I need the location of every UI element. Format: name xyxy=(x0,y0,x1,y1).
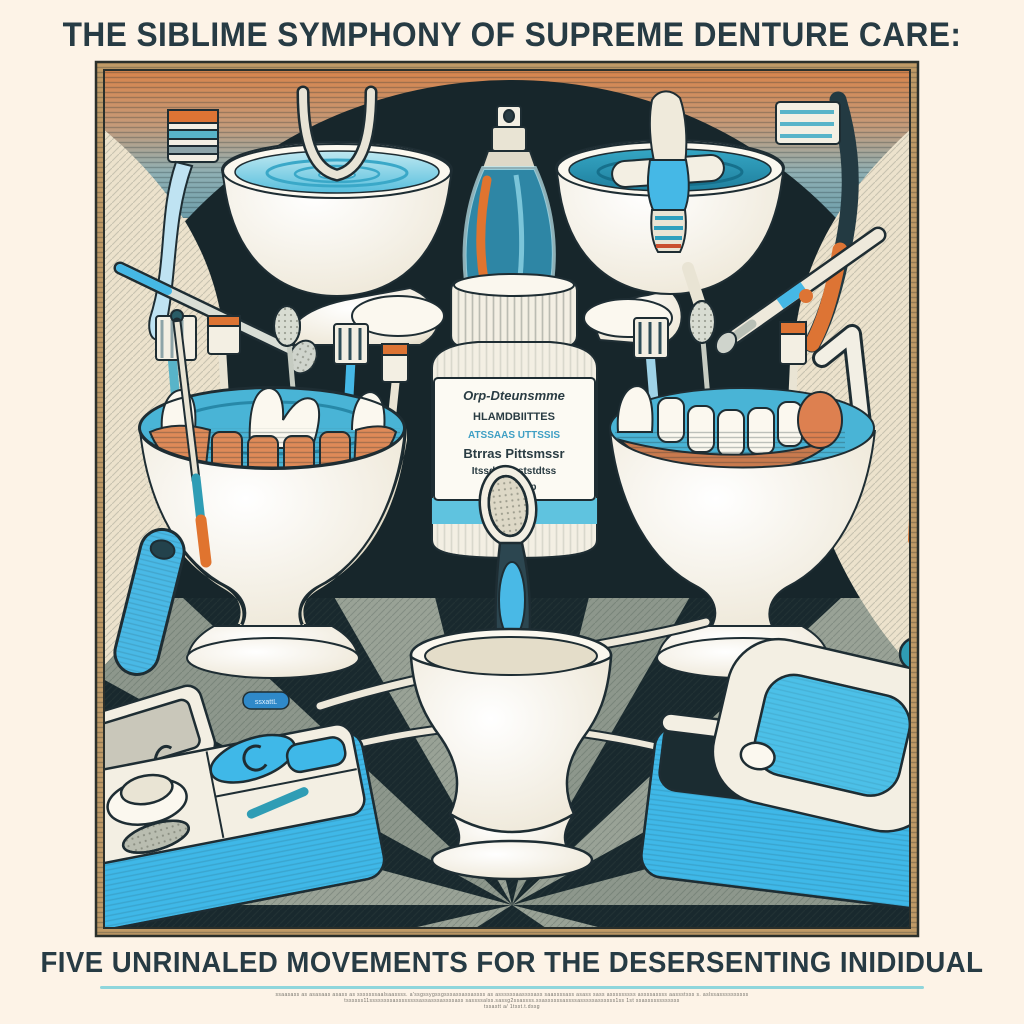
label-line-1: Orp-Dteunsmme xyxy=(463,388,565,403)
divider-rule xyxy=(100,986,924,989)
denture-bath-right xyxy=(640,637,912,911)
probe-left xyxy=(170,309,212,568)
case-tag-text: ssxattL xyxy=(255,699,277,706)
scene-backdrop: Orp-Dteunsmme HLAMDBIITTES ATSSAAS UTTSS… xyxy=(102,68,912,930)
applicator-pen xyxy=(714,226,887,356)
poster-subtitle: FIVE UNRINALED MOVEMENTS FOR THE DESERSE… xyxy=(40,946,984,979)
picture-frame xyxy=(94,60,920,938)
bottle-body: Orp-Dteunsmme HLAMDBIITTES ATSSAAS UTTSS… xyxy=(431,341,598,560)
denture-scrubber xyxy=(611,90,725,253)
denture-case-left: ssxattL xyxy=(102,684,386,930)
case-items xyxy=(106,733,347,854)
swirl-bowl-right xyxy=(554,90,786,347)
denture-bowl-right xyxy=(609,262,876,679)
label-line-2: HLAMDBIITTES xyxy=(473,411,555,423)
footnote-line: ssaasass as asasaas asass as sssssssaals… xyxy=(275,992,749,998)
denture-brush xyxy=(478,464,538,654)
poster-title: THE SIBLIME SYMPHONY OF SUPREME DENTURE … xyxy=(62,15,962,54)
bath-cushion xyxy=(711,637,912,833)
case-tag xyxy=(242,691,290,710)
label-line-3: ATSSAAS UTTSSIS xyxy=(468,430,560,441)
mouthwash-bottle: Orp-Dteunsmme HLAMDBIITTES ATSSAAS UTTSS… xyxy=(431,105,598,560)
interdental-tool-left xyxy=(113,261,318,375)
handle-tool-right xyxy=(911,527,912,684)
footnote-microtext: ssaasass as asasaas asass as sssssssaals… xyxy=(112,992,912,1010)
swirl-bowl-left xyxy=(220,85,454,346)
handle-tool-left xyxy=(113,527,186,676)
label-line-4: Btrras Pittsmssr xyxy=(463,446,564,461)
footnote-line: tssastt a/ 1tsst.t.dssg xyxy=(484,1004,540,1010)
bottle-cap xyxy=(450,273,578,347)
toothbrush-top-left xyxy=(148,109,219,341)
denture-tongs xyxy=(296,85,378,182)
rinse-cup-group xyxy=(409,464,613,881)
footnote-line: tssssss11ssssssssassssssssassasssassssas… xyxy=(344,998,680,1004)
